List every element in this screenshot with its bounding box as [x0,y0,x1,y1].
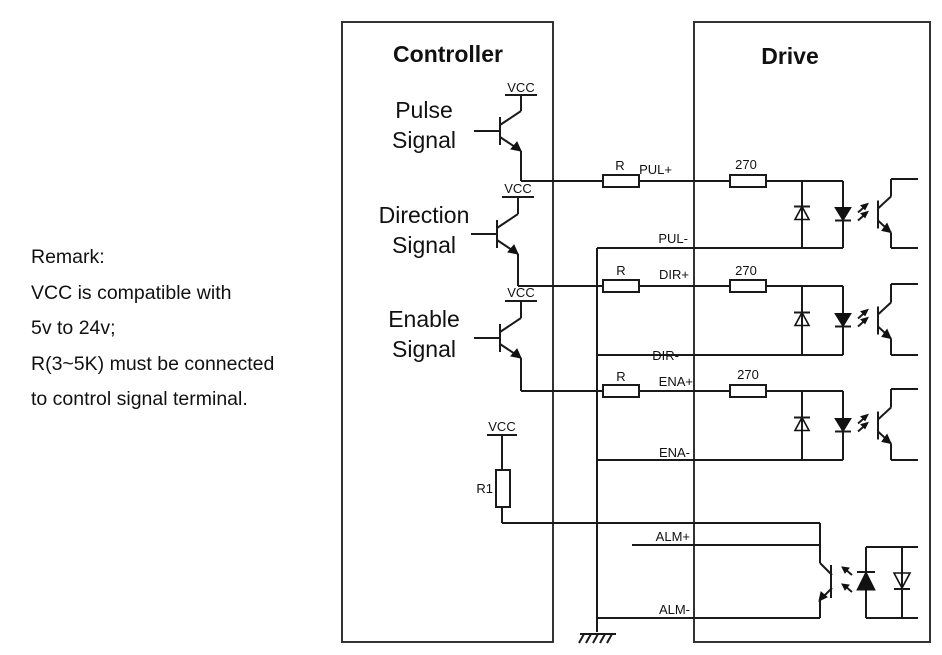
collector-leg [499,110,522,126]
light-arrow-head [860,308,869,317]
pul-int-resistor-label: 270 [735,157,757,172]
led-icon [834,207,852,222]
drive-box [693,21,931,643]
led-icon [834,418,852,433]
photo-collector-leg [877,301,892,316]
alm-minus-label: ALM- [659,602,690,617]
dir-minus-label: DIR- [652,348,679,363]
ena-minus-label: ENA- [659,445,690,460]
photo-emitter-arrow [881,222,892,234]
pulse-npn-transistor-icon [474,95,522,181]
r1-label: R1 [476,481,493,496]
ena-plus-label: ENA+ [659,374,693,389]
controller-title: Controller [393,41,503,67]
direction-vcc-label: VCC [504,181,531,196]
int-resistor-icon [729,174,767,188]
photo-collector-leg [877,406,892,421]
emitter-arrow [510,348,522,359]
emitter-arrow [510,141,522,152]
light-arrow-head [860,421,869,430]
photo-emitter-arrow [881,433,892,445]
channel-pul-wiring [521,174,843,249]
pul-plus-label: PUL+ [639,162,672,177]
alm-led-icon [856,570,876,591]
remark-line: 5v to 24v; [31,317,116,339]
led-icon [834,313,852,328]
ena-optocoupler-icon [793,388,918,461]
photo-collector-leg [877,195,892,210]
alm-emitter-arrow [818,591,828,602]
direction-signal-label-1: Direction [379,202,470,228]
remark-heading: Remark: [31,246,105,268]
controller-box [341,21,554,643]
alm-plus-label: ALM+ [656,529,690,544]
alarm-optocoupler-icon [818,523,918,619]
pul-minus-label: PUL- [658,231,688,246]
diode-icon [793,310,811,327]
ena-int-resistor-label: 270 [737,367,759,382]
ext-resistor-icon [602,174,640,188]
enable-signal-label-2: Signal [392,336,456,362]
drive-title: Drive [761,43,819,69]
enable-npn-transistor-icon [474,301,522,391]
enable-vcc-label: VCC [507,285,534,300]
int-resistor-icon [729,384,767,398]
photo-emitter-arrow [881,328,892,340]
collector-leg [496,213,519,229]
int-resistor-icon [729,279,767,293]
light-arrow-head [860,316,869,325]
pulse-vcc-label: VCC [507,80,534,95]
pul-optocoupler-icon [793,178,918,249]
dir-optocoupler-icon [793,283,918,356]
light-arrow-head [841,583,850,591]
alarm-vcc-label: VCC [488,419,515,434]
ext-resistor-icon [602,384,640,398]
light-arrow-head [860,413,869,422]
alm-diode-icon [892,572,912,590]
direction-signal-label-2: Signal [392,232,456,258]
ext-resistor-icon [602,279,640,293]
pul-ext-resistor-label: R [615,158,624,173]
enable-signal-label-1: Enable [388,306,460,332]
diode-icon [793,204,811,221]
r1-resistor-icon [495,469,511,508]
remark-line: VCC is compatible with [31,281,232,304]
light-arrow-head [860,202,869,211]
light-arrow-head [860,210,869,219]
remark-line: to control signal terminal. [31,388,248,410]
channel-dir-wiring [518,279,843,356]
remark-note: Remark: VCC is compatible with 5v to 24v… [31,240,274,418]
dir-ext-resistor-label: R [616,263,625,278]
diode-icon [793,415,811,432]
pulse-signal-label-1: Pulse [395,97,453,123]
pulse-signal-label-2: Signal [392,127,456,153]
dir-int-resistor-label: 270 [735,263,757,278]
emitter-arrow [507,244,519,255]
ground-icon [578,633,616,644]
remark-line: R(3~5K) must be connected [31,352,275,375]
ena-ext-resistor-label: R [616,369,625,384]
direction-npn-transistor-icon [471,197,519,286]
light-arrow-head [841,566,850,574]
dir-plus-label: DIR+ [659,267,689,282]
collector-leg [499,317,522,333]
